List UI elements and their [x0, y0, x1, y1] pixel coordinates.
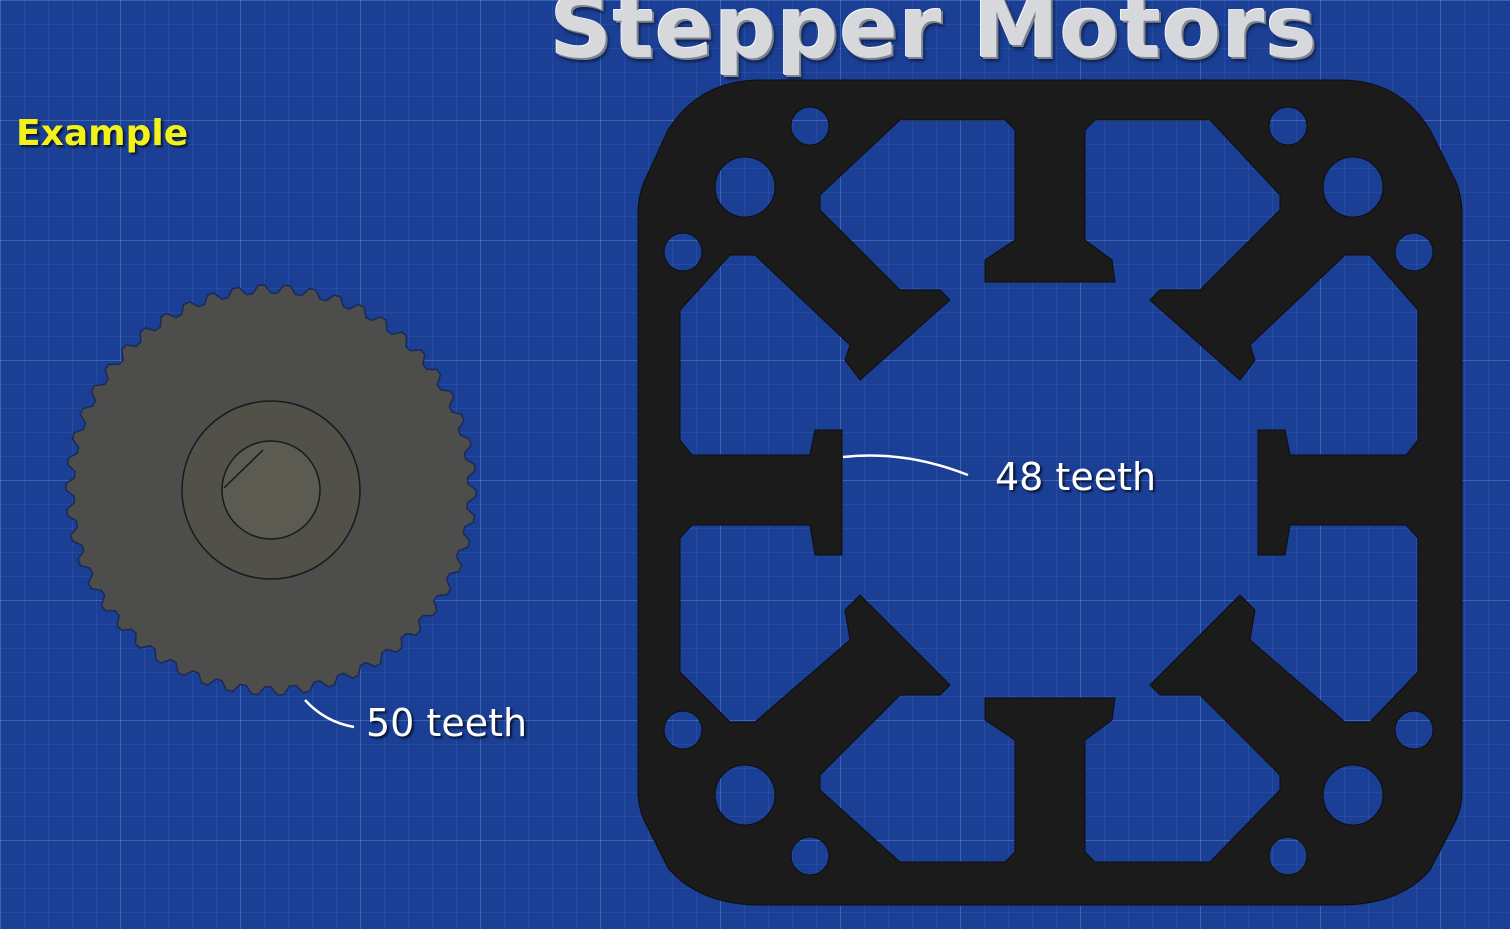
rotor-shaft-flat [223, 449, 264, 489]
stator-lamination [637, 79, 1463, 906]
rotor-shaft [221, 440, 321, 540]
example-label: Example [16, 113, 189, 154]
rotor-gear [65, 284, 477, 696]
rotor-teeth-label: 50 teeth [366, 701, 528, 745]
rotor-label-leader [304, 699, 355, 729]
page-title: Stepper Motors [550, 0, 1318, 78]
stator-teeth-label: 48 teeth [995, 455, 1157, 499]
stator-label-leader [842, 454, 969, 477]
stator-body [637, 79, 1463, 906]
